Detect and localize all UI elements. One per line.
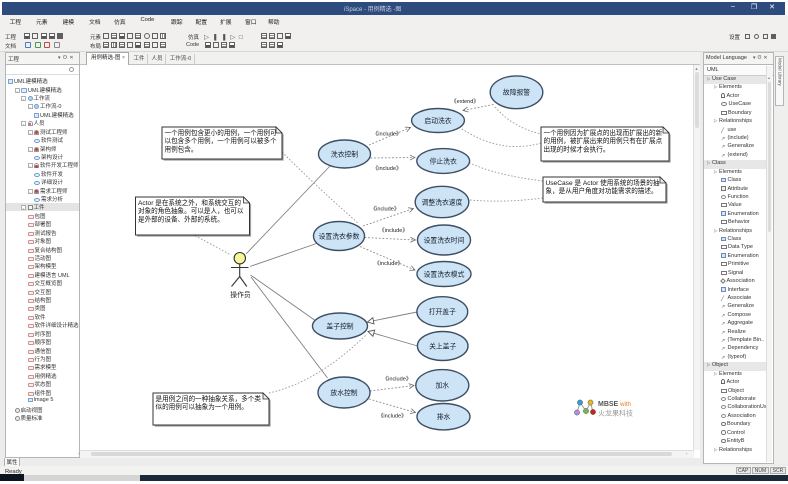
svg-text:UseCase 是 Actor 使用系统的场景的抽: UseCase 是 Actor 使用系统的场景的抽 [546, 178, 660, 187]
svg-text:《include》: 《include》 [383, 376, 412, 383]
svg-text:一个用例包含更小的用例，一个用例可: 一个用例包含更小的用例，一个用例可 [165, 128, 277, 137]
svg-text:对象的角色抽象。可以是人，也可以: 对象的角色抽象。可以是人，也可以 [138, 206, 244, 215]
svg-text:加水: 加水 [436, 381, 450, 390]
svg-text:设置洗衣参数: 设置洗衣参数 [319, 231, 360, 240]
svg-text:MBSE with: MBSE with [598, 401, 631, 408]
svg-text:关上盖子: 关上盖子 [429, 341, 456, 350]
svg-text:出现的时候才会执行。: 出现的时候才会执行。 [544, 144, 610, 153]
svg-text:是用例之间的一种抽象关系，多个类: 是用例之间的一种抽象关系，多个类 [156, 394, 262, 403]
svg-text:操作员: 操作员 [230, 290, 251, 299]
svg-text:打开盖子: 打开盖子 [429, 307, 456, 316]
svg-text:调整洗衣速度: 调整洗衣速度 [422, 197, 463, 206]
svg-text:《include》: 《include》 [373, 131, 402, 138]
svg-text:火龙果科技: 火龙果科技 [598, 409, 633, 418]
svg-text:《include》: 《include》 [373, 165, 402, 172]
svg-text:设置洗衣模式: 设置洗衣模式 [424, 269, 465, 278]
svg-text:似的用例可以抽象为一个用例。: 似的用例可以抽象为一个用例。 [156, 402, 248, 411]
svg-text:《include》: 《include》 [378, 413, 407, 420]
svg-text:盖子控制: 盖子控制 [326, 321, 353, 330]
svg-text:象，是从用户角度对功能需求的描述。: 象，是从用户角度对功能需求的描述。 [546, 186, 658, 195]
svg-text:是外部的设备、外部的系统。: 是外部的设备、外部的系统。 [138, 214, 224, 223]
svg-text:一个用例因为扩展点的出现而扩展出的新: 一个用例因为扩展点的出现而扩展出的新 [544, 128, 663, 137]
svg-text:《extend》: 《extend》 [451, 98, 479, 105]
svg-text:《include》: 《include》 [374, 260, 403, 267]
svg-text:停止洗衣: 停止洗衣 [430, 156, 457, 165]
svg-text:设置洗衣时间: 设置洗衣时间 [424, 235, 465, 244]
svg-text:以包含多个用例，一个用例可以被多个: 以包含多个用例，一个用例可以被多个 [165, 136, 277, 145]
svg-text:洗衣控制: 洗衣控制 [331, 149, 358, 158]
svg-text:《include》: 《include》 [379, 227, 408, 234]
svg-text:的用例，被扩展出来的用例只有在扩展点: 的用例，被扩展出来的用例只有在扩展点 [544, 136, 663, 145]
svg-text:用例包含。: 用例包含。 [165, 144, 198, 153]
svg-text:Actor 是在系统之外，和系统交互的: Actor 是在系统之外，和系统交互的 [138, 198, 241, 207]
svg-text:启动洗衣: 启动洗衣 [424, 116, 451, 125]
svg-text:故障报警: 故障报警 [503, 88, 530, 97]
svg-text:《include》: 《include》 [371, 206, 400, 213]
svg-text:放水控制: 放水控制 [330, 388, 357, 397]
svg-text:排水: 排水 [437, 412, 451, 421]
